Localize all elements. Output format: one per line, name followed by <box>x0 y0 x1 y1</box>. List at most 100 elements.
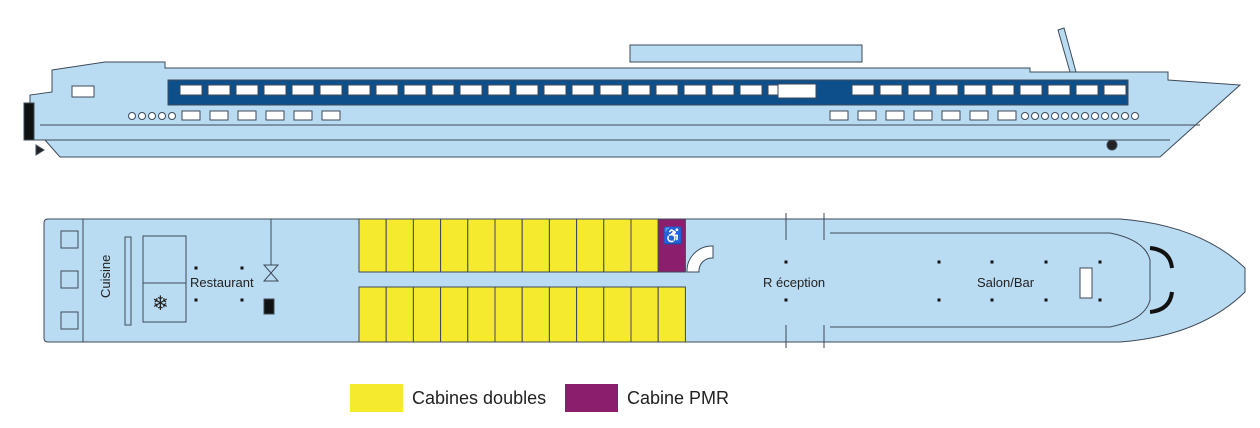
cabin-double[interactable] <box>521 286 550 343</box>
pillar <box>784 260 788 264</box>
cabin-double[interactable] <box>440 218 469 273</box>
cabin-double[interactable] <box>548 286 578 343</box>
cabin-double[interactable] <box>467 286 496 343</box>
pillar <box>784 298 788 302</box>
label-kitchen: Cuisine <box>98 255 113 298</box>
cabin-double[interactable] <box>412 286 442 343</box>
cabin-double[interactable] <box>630 286 659 343</box>
cabin-double[interactable] <box>521 218 550 273</box>
window <box>235 84 259 96</box>
deck-plan: ❄ ♿ <box>43 213 1246 348</box>
window <box>969 110 989 121</box>
cabin-double[interactable] <box>603 218 632 273</box>
wheelchair-icon: ♿ <box>663 226 683 245</box>
cabin-double[interactable] <box>494 218 523 273</box>
window <box>543 84 567 96</box>
window <box>997 110 1017 121</box>
window <box>179 84 203 96</box>
window <box>403 84 427 96</box>
superstructure <box>29 61 1242 158</box>
window <box>739 84 763 96</box>
porthole <box>1031 112 1039 120</box>
porthole <box>1121 112 1129 120</box>
label-restaurant: Restaurant <box>190 275 254 290</box>
porthole <box>168 112 176 120</box>
cabin-double[interactable] <box>358 286 387 343</box>
legend-swatch-yellow <box>350 384 403 412</box>
bow-seats <box>1149 246 1174 314</box>
window <box>263 84 287 96</box>
porthole <box>148 112 156 120</box>
pillar <box>937 260 941 264</box>
cabin-double[interactable] <box>576 218 605 273</box>
cabin-double[interactable] <box>603 286 632 343</box>
window <box>935 84 959 96</box>
window <box>885 110 905 121</box>
legend-swatch-purple <box>565 384 618 412</box>
legend-double-cabins: Cabines doubles <box>350 384 546 412</box>
window <box>207 84 231 96</box>
window <box>571 84 595 96</box>
pillar <box>1098 298 1102 302</box>
window <box>683 84 707 96</box>
hourglass-icon <box>262 264 280 282</box>
window <box>237 110 257 121</box>
cabin-double[interactable] <box>630 218 659 273</box>
cabin-double[interactable] <box>440 286 469 343</box>
cabin-double[interactable] <box>657 286 686 343</box>
cabin-double[interactable] <box>385 218 414 273</box>
snowflake-icon: ❄ <box>152 293 169 315</box>
window <box>321 110 341 121</box>
storage <box>60 270 79 289</box>
ship-side-view <box>23 27 1242 158</box>
storage <box>60 311 79 330</box>
legend-label: Cabines doubles <box>412 387 547 408</box>
pillar <box>194 266 198 270</box>
stern-dark <box>23 102 35 141</box>
cabins <box>358 218 686 343</box>
porthole <box>1091 112 1099 120</box>
window <box>515 84 539 96</box>
lift-icon <box>263 298 275 315</box>
pillar <box>1044 298 1048 302</box>
window <box>1019 84 1043 96</box>
porthole <box>1061 112 1069 120</box>
pillar <box>1098 260 1102 264</box>
wheelhouse-window <box>71 85 95 98</box>
cabin-pmr[interactable] <box>657 218 686 273</box>
cabin-double[interactable] <box>548 218 578 273</box>
label-reception: R éception <box>763 275 825 290</box>
cold-room <box>142 235 187 323</box>
pillar <box>194 298 198 302</box>
mast <box>1057 27 1077 73</box>
porthole <box>1051 112 1059 120</box>
cabin-double[interactable] <box>412 218 442 273</box>
pillar <box>937 298 941 302</box>
window <box>907 84 931 96</box>
pillar <box>240 266 244 270</box>
lounge-outline <box>830 232 1151 328</box>
porthole <box>1111 112 1119 120</box>
legend-label: Cabine PMR <box>627 387 730 408</box>
window <box>857 110 877 121</box>
side-windows <box>128 83 1139 121</box>
window <box>913 110 933 121</box>
anchor-icon <box>1106 139 1118 151</box>
hull-outline <box>43 218 1246 343</box>
porthole <box>1081 112 1089 120</box>
legend-pmr-cabin: Cabine PMR <box>565 384 729 412</box>
label-lounge: Salon/Bar <box>977 275 1035 290</box>
window <box>963 84 987 96</box>
cabin-double[interactable] <box>467 218 496 273</box>
window <box>209 110 229 121</box>
cabin-double[interactable] <box>494 286 523 343</box>
storage <box>60 230 79 249</box>
window <box>655 84 679 96</box>
window <box>265 110 285 121</box>
pillar <box>990 260 994 264</box>
window <box>291 84 315 96</box>
cabin-double[interactable] <box>358 218 387 273</box>
cabin-double[interactable] <box>576 286 605 343</box>
cabin-double[interactable] <box>385 286 414 343</box>
window <box>319 84 343 96</box>
